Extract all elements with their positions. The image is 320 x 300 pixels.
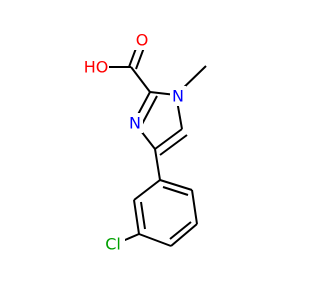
molecule-canvas: HO O N N Cl xyxy=(83,30,207,254)
chlorine-label: Cl xyxy=(105,235,121,254)
imine-nitrogen-label: N xyxy=(129,114,141,133)
bond-ph5-ph6-inner xyxy=(140,201,146,230)
bond-ph1-ph2-inner xyxy=(162,186,189,196)
bond-ph1-ph2 xyxy=(159,179,193,191)
bond-c4-c5-b xyxy=(159,134,188,156)
n1-label-bg xyxy=(170,86,186,106)
methyl-nitrogen-label: N xyxy=(172,87,184,106)
carbonyl-oxygen-label: O xyxy=(136,31,149,50)
bond-ph3-ph4-inner xyxy=(169,221,192,240)
bond-c4-phenyl xyxy=(154,148,161,181)
bond-ph4-ph5 xyxy=(138,233,172,247)
bond-c-ring xyxy=(130,66,151,93)
cl-label-bg xyxy=(101,234,125,254)
bond-ph6-ph1 xyxy=(133,179,161,201)
ho-label-bg xyxy=(85,57,109,77)
hydroxyl-oxygen-label: HO xyxy=(84,58,109,77)
structure-diagram: HO O N N Cl xyxy=(84,30,207,254)
bond-c2-n3-b xyxy=(140,95,158,127)
o-label-bg xyxy=(134,30,150,50)
bond-ph2-ph3 xyxy=(191,189,198,225)
bond-ph3-ph4 xyxy=(170,223,198,247)
bond-c4-c5-a xyxy=(154,128,183,150)
n3-label-bg xyxy=(127,113,143,133)
bond-ph5-ph6 xyxy=(133,199,140,235)
